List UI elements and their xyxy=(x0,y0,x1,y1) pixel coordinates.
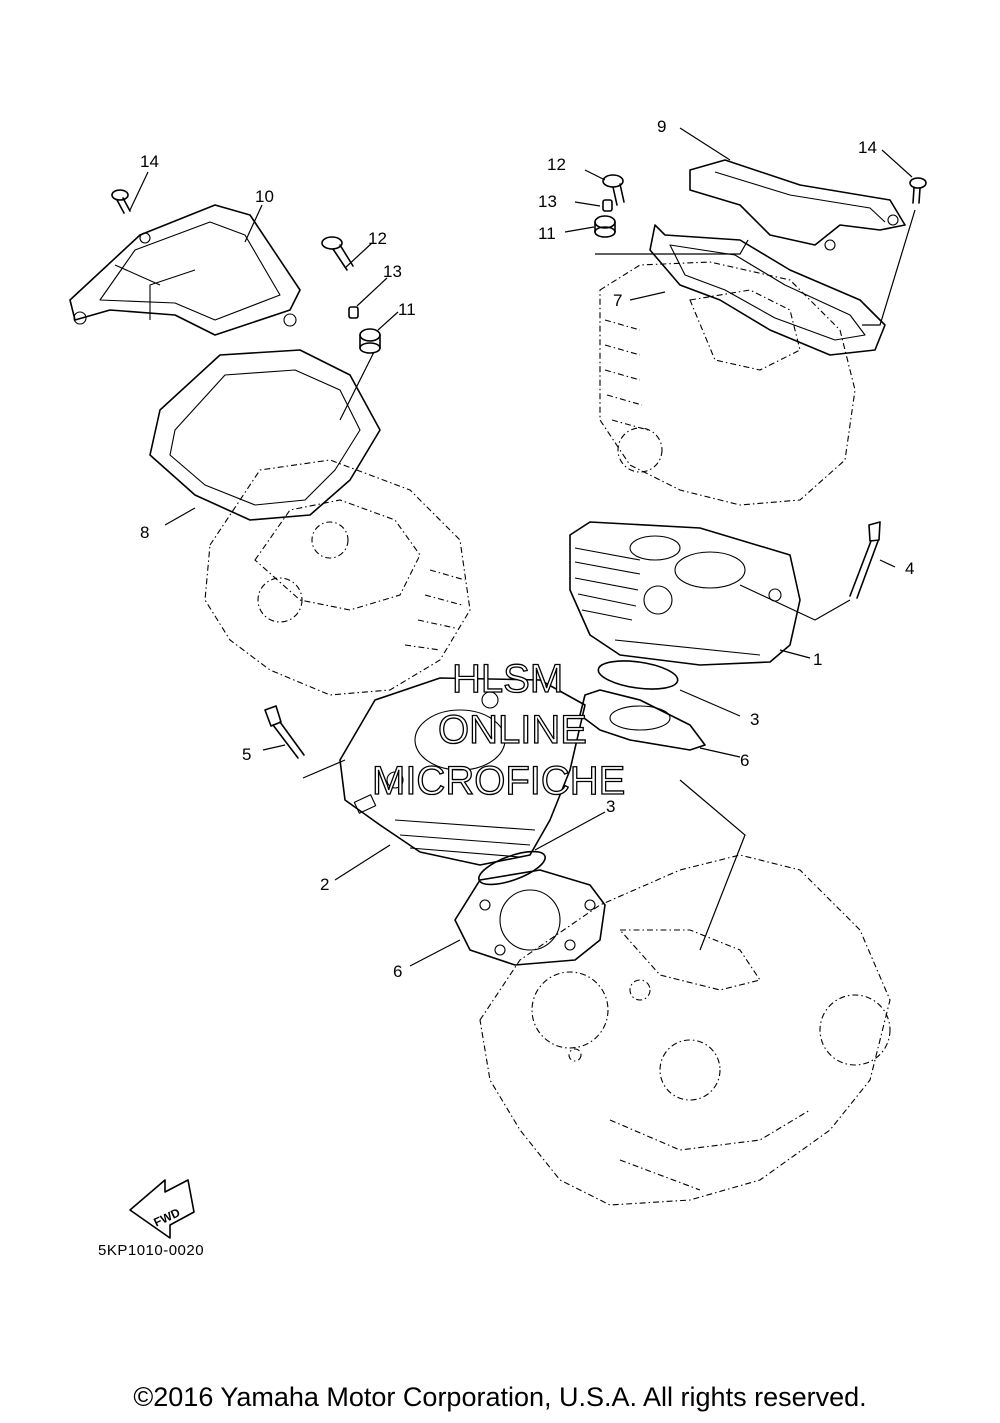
callout-12-right: 12 xyxy=(547,155,566,174)
screw-14-right xyxy=(909,177,927,204)
callout-3-rear: 3 xyxy=(606,797,615,816)
head-cover-left xyxy=(69,204,301,336)
bolt-front xyxy=(849,521,881,599)
callout-14-right: 14 xyxy=(858,138,877,157)
callout-11-left: 11 xyxy=(398,300,416,319)
callout-7: 7 xyxy=(613,291,622,310)
callout-3-front: 3 xyxy=(750,710,759,729)
callout-6-rear: 6 xyxy=(393,962,402,981)
head-cover-gasket-right xyxy=(649,224,886,356)
callout-1: 1 xyxy=(813,650,822,669)
leader-lines xyxy=(129,127,916,967)
fwd-label: FWD xyxy=(152,1205,183,1229)
callout-9: 9 xyxy=(657,117,666,136)
drawing-code: 5KP1010-0020 xyxy=(98,1242,205,1259)
o-ring-rear xyxy=(478,850,546,886)
callout-11-right: 11 xyxy=(538,224,556,243)
cylinder-rear xyxy=(339,677,586,866)
collar-13-right xyxy=(602,199,613,212)
callout-12-left: 12 xyxy=(368,229,387,248)
watermark-line-2: ONLINE xyxy=(438,708,587,752)
screw-14-left xyxy=(111,189,131,214)
callout-14-left: 14 xyxy=(140,152,159,171)
cylinder-head-front xyxy=(599,261,856,506)
callout-10: 10 xyxy=(255,187,274,206)
callout-13-left: 13 xyxy=(383,262,402,281)
collar-13-left xyxy=(348,306,359,319)
callout-8: 8 xyxy=(140,523,149,542)
cylinder-gasket-rear xyxy=(454,869,606,966)
bolt-12-right xyxy=(602,174,625,206)
head-cover-gasket-left xyxy=(149,349,381,521)
bolt-rear xyxy=(264,705,305,759)
grommet-11-right xyxy=(594,215,616,238)
grommet-11-left xyxy=(359,328,381,354)
o-ring-front xyxy=(597,660,679,690)
forward-arrow-icon: FWD xyxy=(129,1179,195,1239)
callout-4: 4 xyxy=(905,559,914,578)
copyright-notice: ©2016 Yamaha Motor Corporation, U.S.A. A… xyxy=(133,1382,867,1412)
watermark-line-3: MICROFICHE xyxy=(372,759,625,803)
cylinder-head-rear xyxy=(204,459,471,696)
callout-6-front: 6 xyxy=(740,751,749,770)
crankcase xyxy=(479,854,891,1206)
head-cover-right xyxy=(689,159,906,251)
callout-13-right: 13 xyxy=(538,192,557,211)
callout-2: 2 xyxy=(320,875,329,894)
cylinder-front xyxy=(569,521,801,666)
watermark-line-1: HLSM xyxy=(452,657,563,701)
cylinder-gasket-front xyxy=(579,689,706,751)
callout-5: 5 xyxy=(242,745,251,764)
watermark: HLSM ONLINE MICROFICHE xyxy=(371,656,626,803)
